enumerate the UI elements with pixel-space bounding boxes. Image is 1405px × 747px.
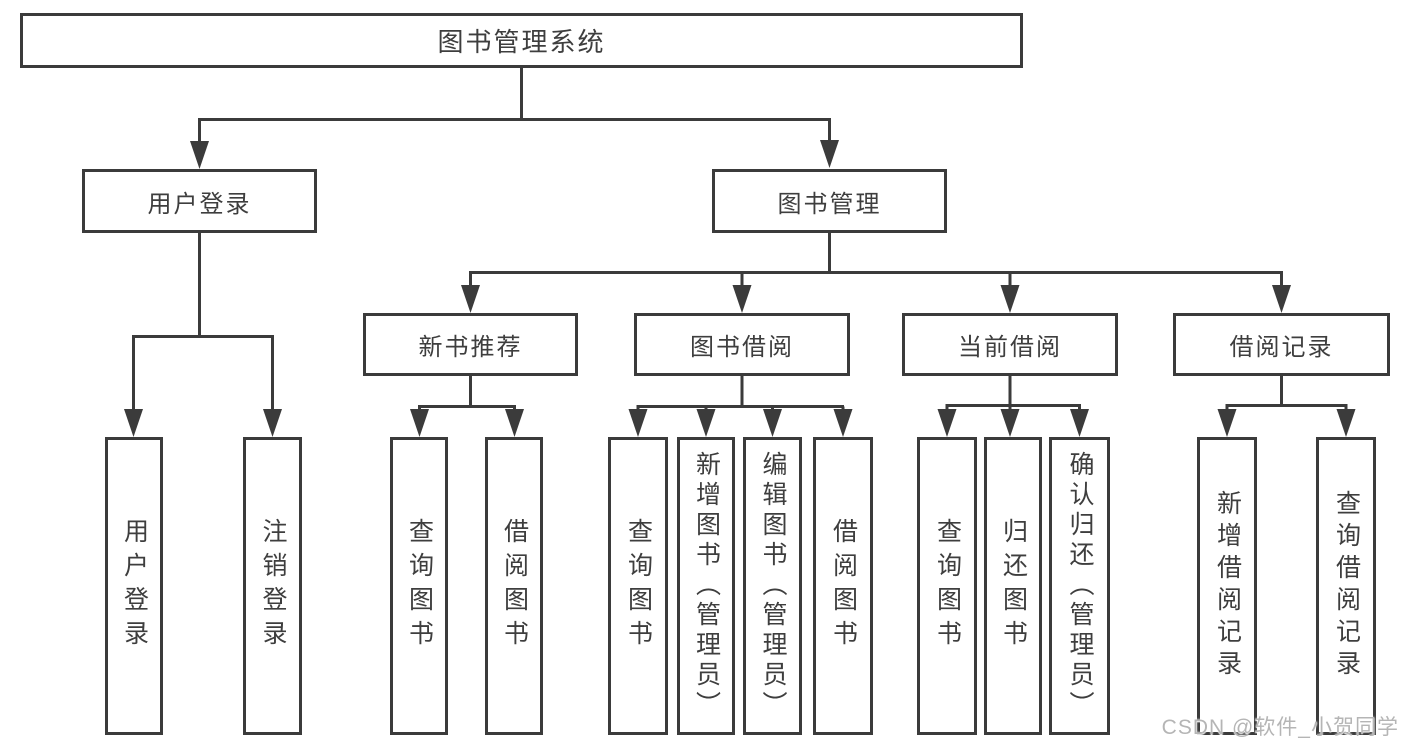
arrow-icon — [628, 409, 648, 437]
leaf-user-login: 用户登录 — [105, 437, 163, 735]
leaf-borrow-books: 借阅图书 — [813, 437, 873, 735]
leaf-return-books-label: 归还图书 — [999, 518, 1028, 654]
node-current-borrowing: 当前借阅 — [902, 313, 1118, 376]
connector-user-login — [132, 233, 274, 414]
arrow-icon — [410, 409, 429, 437]
leaf-borrow-books-recommend-label: 借阅图书 — [500, 518, 529, 654]
arrow-icon — [1070, 409, 1089, 437]
leaf-query-books-current-label: 查询图书 — [933, 518, 962, 654]
arrow-icon — [1272, 285, 1291, 313]
leaf-confirm-return-admin: 确认归还（管理员） — [1049, 437, 1110, 735]
arrow-icon — [1217, 409, 1237, 437]
arrow-icon — [1336, 409, 1356, 437]
leaf-query-books-borrowing: 查询图书 — [608, 437, 668, 735]
csdn-watermark: CSDN @软件_小贺同学 — [1161, 716, 1399, 739]
leaf-query-borrow-record-label: 查询借阅记录 — [1332, 490, 1361, 682]
arrow-icon — [505, 409, 524, 437]
arrow-icon — [1000, 285, 1020, 313]
leaf-logout: 注销登录 — [243, 437, 302, 735]
leaf-borrow-books-label: 借阅图书 — [829, 518, 858, 654]
node-borrowing-records: 借阅记录 — [1173, 313, 1390, 376]
arrow-icon — [124, 409, 143, 437]
node-new-book-recommendation: 新书推荐 — [363, 313, 578, 376]
connector-book-borrowing — [636, 376, 845, 414]
node-user-login: 用户登录 — [82, 169, 317, 233]
connector-book-management — [469, 233, 1283, 290]
leaf-logout-label: 注销登录 — [259, 518, 287, 654]
leaf-add-borrow-record: 新增借阅记录 — [1197, 437, 1257, 735]
arrow-icon — [696, 409, 716, 437]
leaf-borrow-books-recommend: 借阅图书 — [485, 437, 543, 735]
leaf-add-borrow-record-label: 新增借阅记录 — [1213, 490, 1242, 682]
arrow-icon — [763, 409, 782, 437]
connector-root-to-level2 — [198, 68, 831, 146]
arrow-icon — [833, 409, 853, 437]
leaf-user-login-label: 用户登录 — [120, 518, 149, 654]
arrow-icon — [1000, 409, 1020, 437]
node-book-borrowing: 图书借阅 — [634, 313, 850, 376]
arrow-icon — [820, 140, 839, 168]
arrow-icon — [732, 285, 752, 313]
connector-new-book — [418, 376, 516, 414]
leaf-query-books-current: 查询图书 — [917, 437, 977, 735]
node-library-management-system: 图书管理系统 — [20, 13, 1023, 68]
leaf-return-books: 归还图书 — [984, 437, 1042, 735]
leaf-edit-book-admin: 编辑图书（管理员） — [743, 437, 802, 735]
arrow-icon — [461, 285, 480, 313]
leaf-add-book-admin: 新增图书（管理员） — [677, 437, 735, 735]
leaf-add-book-admin-label: 新增图书（管理员） — [692, 451, 721, 721]
leaf-query-borrow-record: 查询借阅记录 — [1316, 437, 1376, 735]
leaf-edit-book-admin-label: 编辑图书（管理员） — [759, 451, 787, 721]
leaf-query-books-recommend-label: 查询图书 — [405, 518, 434, 654]
leaf-confirm-return-admin-label: 确认归还（管理员） — [1066, 451, 1094, 721]
leaf-query-books-borrowing-label: 查询图书 — [624, 518, 653, 654]
arrow-icon — [190, 141, 209, 169]
connector-current-borrowing — [945, 376, 1081, 413]
node-book-management: 图书管理 — [712, 169, 947, 233]
arrow-icon — [263, 409, 282, 437]
leaf-query-books-recommend: 查询图书 — [390, 437, 448, 735]
connector-borrowing-records — [1225, 376, 1348, 413]
arrow-icon — [937, 409, 957, 437]
